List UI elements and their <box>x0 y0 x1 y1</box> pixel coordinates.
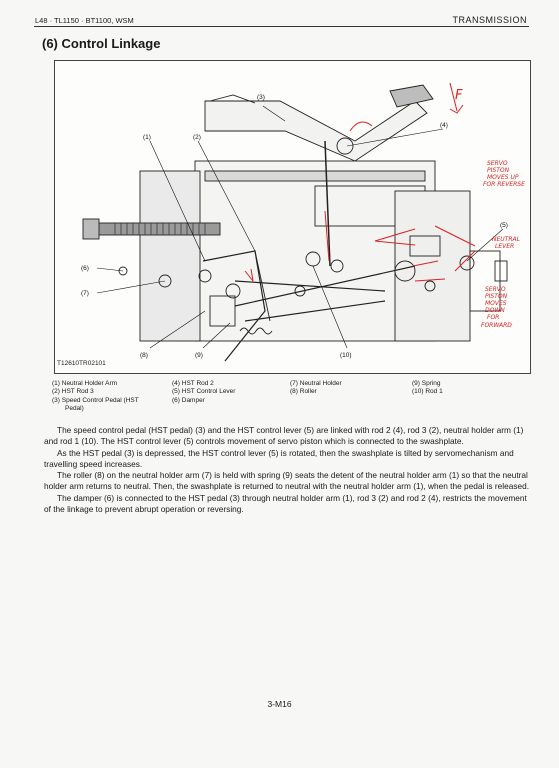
callout-1: (1) <box>143 134 151 141</box>
callout-2: (2) <box>193 134 201 141</box>
paragraph: The damper (6) is connected to the HST p… <box>44 492 527 515</box>
paragraph: The roller (8) on the neutral holder arm… <box>44 470 530 492</box>
handwritten-note-3-line-5: FOR <box>487 314 499 321</box>
body-text: The speed control pedal (HST pedal) (3) … <box>44 425 530 515</box>
handwritten-note-3-line-3: MOVES <box>485 300 507 307</box>
legend-item: (10) Rod 1 <box>412 388 443 396</box>
header-right: TRANSMISSION <box>452 15 527 25</box>
callout-5: (5) <box>500 222 508 229</box>
legend-item: (2) HST Rod 3 <box>52 388 94 396</box>
handwritten-note-1-line-4: FOR REVERSE <box>483 181 525 188</box>
figure-caption: T12610TR02101 <box>57 360 106 367</box>
legend-item: (8) Roller <box>290 388 317 396</box>
handwritten-note-2-line-2: LEVER <box>495 243 514 250</box>
legend-item: (3) Speed Control Pedal (HST <box>52 396 139 404</box>
header-left: L48 · TL1150 · BT1100, WSM <box>35 16 134 25</box>
handwritten-note-1-line-2: PISTON <box>487 167 510 174</box>
handwritten-f: F <box>455 88 463 103</box>
handwritten-note-3-line-2: PISTON <box>485 293 508 300</box>
callout-3: (3) <box>257 94 265 101</box>
paragraph: As the HST pedal (3) is depressed, the H… <box>44 447 514 469</box>
handwritten-note-3-line-6: FORWARD <box>481 322 512 329</box>
legend-item: (4) HST Rod 2 <box>172 380 214 387</box>
legend-item: (1) Neutral Holder Arm <box>52 380 118 387</box>
legend-item: (9) Spring <box>412 380 441 387</box>
callout-7: (7) <box>81 290 89 297</box>
legend-item: (6) Damper <box>172 396 205 404</box>
figure-frame: (1) (2) (3) (4) (5) (6) (7) (8) (9) (10)… <box>54 60 531 374</box>
paragraph: The speed control pedal (HST pedal) (3) … <box>44 425 524 447</box>
linkage-illustration: (1) (2) (3) (4) (5) (6) (7) (8) (9) (10)… <box>81 82 525 362</box>
handwritten-note-3-line-4: DOWN <box>485 307 505 314</box>
handwritten-note-2-line-1: NEUTRAL <box>492 236 520 243</box>
header-rule <box>34 26 529 27</box>
handwritten-note-3-line-1: SERVO <box>485 286 506 293</box>
callout-8: (8) <box>140 352 148 359</box>
callout-10: (10) <box>340 352 352 359</box>
handwritten-note-1-line-1: SERVO <box>487 160 508 167</box>
callout-9: (9) <box>195 352 203 359</box>
legend-item: Pedal) <box>65 405 84 413</box>
section-title: (6) Control Linkage <box>42 36 161 51</box>
legend-item: (7) Neutral Holder <box>290 380 342 387</box>
legend-item: (5) HST Control Lever <box>172 388 236 396</box>
callout-6: (6) <box>81 265 89 272</box>
callout-4: (4) <box>440 122 448 129</box>
handwritten-note-1-line-3: MOVES UP <box>487 174 519 181</box>
page-number: 3-M16 <box>267 699 292 709</box>
